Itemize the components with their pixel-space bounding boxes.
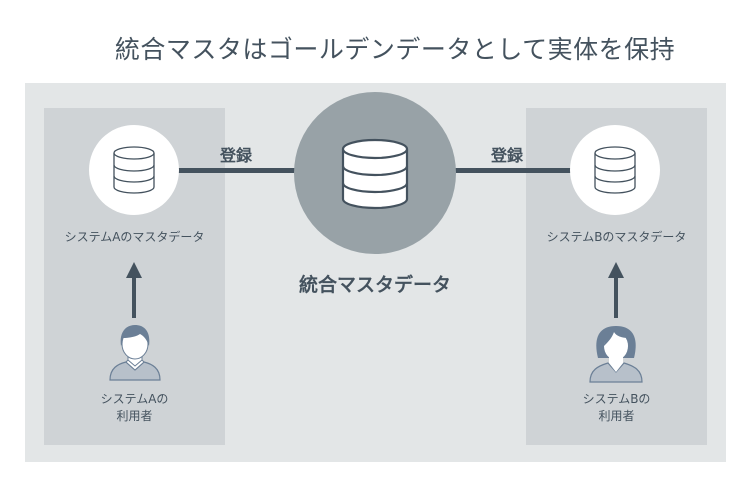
integrated-master-node [294, 92, 456, 254]
system-b-master-label: システムBのマスタデータ [546, 230, 687, 244]
system-b-user-label-line2: 利用者 [598, 409, 635, 423]
system-a-user-label-line2: 利用者 [116, 409, 153, 423]
database-icon [594, 146, 636, 194]
system-b-master-node [570, 125, 660, 215]
system-a-master-node [89, 125, 179, 215]
system-a-master-label: システムAのマスタデータ [64, 230, 205, 244]
register-label-b: 登録 [491, 146, 524, 165]
system-b-user-label: システムBの 利用者 [526, 391, 707, 425]
arrow-user-a [126, 262, 142, 318]
database-icon [341, 138, 409, 210]
system-b-user-label-line1: システムBの [582, 392, 651, 406]
female-user-icon [589, 326, 643, 383]
system-a-user-label-line1: システムAの [100, 392, 169, 406]
diagram-title: 統合マスタはゴールデンデータとして実体を保持 [114, 35, 676, 64]
male-user-icon [109, 325, 161, 381]
integrated-master-label: 統合マスタデータ [298, 274, 451, 296]
system-a-user-label: システムAの 利用者 [44, 391, 225, 425]
arrow-user-b [608, 262, 624, 318]
register-label-a: 登録 [220, 146, 253, 165]
database-icon [113, 146, 155, 194]
